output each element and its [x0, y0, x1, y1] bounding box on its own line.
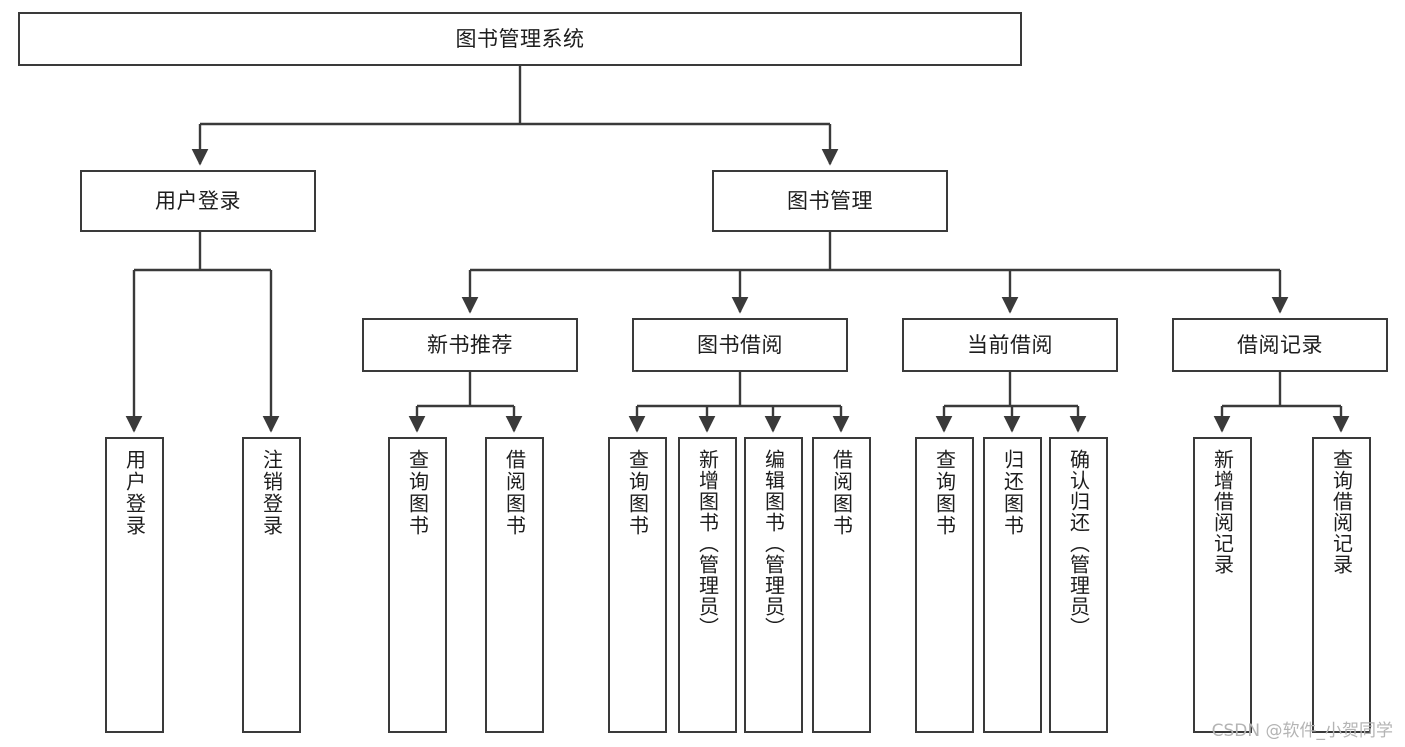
node-borrow-record[interactable]: 借阅记录	[1172, 318, 1388, 372]
leaf-current-return-book-label: 归还图书	[1000, 449, 1025, 537]
leaf-record-query-borrow-record[interactable]: 查询借阅记录	[1312, 437, 1371, 733]
node-book-borrow[interactable]: 图书借阅	[632, 318, 848, 372]
node-new-book-recommendation[interactable]: 新书推荐	[362, 318, 578, 372]
node-new-book-recommendation-label: 新书推荐	[427, 332, 513, 357]
leaf-current-confirm-return-admin[interactable]: 确认归还（管理员）	[1049, 437, 1108, 733]
leaf-borrow-edit-book-admin[interactable]: 编辑图书（管理员）	[744, 437, 803, 733]
leaf-record-add-borrow-record[interactable]: 新增借阅记录	[1193, 437, 1252, 733]
leaf-recommend-borrow-book-label: 借阅图书	[502, 449, 527, 537]
node-book-borrow-label: 图书借阅	[697, 332, 783, 357]
leaf-current-return-book[interactable]: 归还图书	[983, 437, 1042, 733]
node-root[interactable]: 图书管理系统	[18, 12, 1022, 66]
leaf-borrow-add-book-admin[interactable]: 新增图书（管理员）	[678, 437, 737, 733]
node-book-manage-label: 图书管理	[787, 188, 873, 213]
node-borrow-record-label: 借阅记录	[1237, 332, 1323, 357]
leaf-user-login-label: 用户登录	[122, 449, 147, 537]
leaf-borrow-lend-book-label: 借阅图书	[829, 449, 854, 537]
node-current-borrow[interactable]: 当前借阅	[902, 318, 1118, 372]
leaf-recommend-query-book[interactable]: 查询图书	[388, 437, 447, 733]
node-current-borrow-label: 当前借阅	[967, 332, 1053, 357]
leaf-user-login[interactable]: 用户登录	[105, 437, 164, 733]
leaf-current-query-book-label: 查询图书	[932, 449, 957, 537]
leaf-user-logout[interactable]: 注销登录	[242, 437, 301, 733]
leaf-borrow-add-book-admin-label: 新增图书（管理员）	[695, 449, 720, 638]
node-user-login[interactable]: 用户登录	[80, 170, 316, 232]
leaf-current-confirm-return-admin-label: 确认归还（管理员）	[1066, 449, 1091, 638]
leaf-user-logout-label: 注销登录	[259, 449, 284, 537]
leaf-borrow-query-book[interactable]: 查询图书	[608, 437, 667, 733]
node-user-login-label: 用户登录	[155, 188, 241, 213]
leaf-borrow-query-book-label: 查询图书	[625, 449, 650, 537]
node-book-manage[interactable]: 图书管理	[712, 170, 948, 232]
leaf-recommend-query-book-label: 查询图书	[405, 449, 430, 537]
leaf-borrow-lend-book[interactable]: 借阅图书	[812, 437, 871, 733]
leaf-recommend-borrow-book[interactable]: 借阅图书	[485, 437, 544, 733]
leaf-current-query-book[interactable]: 查询图书	[915, 437, 974, 733]
leaf-borrow-edit-book-admin-label: 编辑图书（管理员）	[761, 449, 786, 638]
csdn-watermark: CSDN @软件_小贺同学	[1211, 721, 1393, 741]
leaf-record-add-borrow-record-label: 新增借阅记录	[1210, 449, 1235, 575]
leaf-record-query-borrow-record-label: 查询借阅记录	[1329, 449, 1354, 575]
node-root-label: 图书管理系统	[455, 26, 585, 51]
